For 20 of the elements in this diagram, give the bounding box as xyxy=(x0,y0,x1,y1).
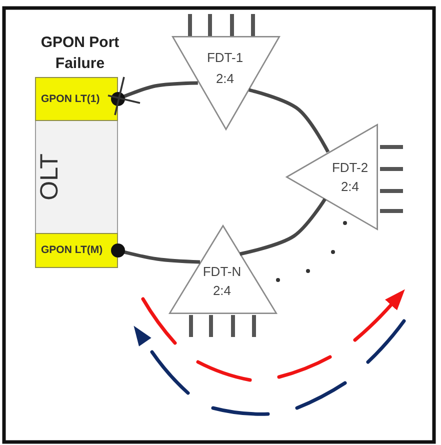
fiber-line xyxy=(107,76,198,116)
splitter-name: FDT-1 xyxy=(206,49,244,67)
split-ratio: 2:4 xyxy=(212,282,232,300)
port-label: GPON LT(M) xyxy=(41,244,103,257)
splitter-name: FDT-2 xyxy=(332,159,368,177)
splitter-name: FDT-N xyxy=(202,263,242,281)
port-label: GPON LT(1) xyxy=(41,92,100,106)
port-box xyxy=(35,233,118,268)
splitter-triangle xyxy=(286,124,378,230)
fiber-line xyxy=(111,244,200,264)
fiber-line xyxy=(240,198,326,256)
split-ratio: 2:4 xyxy=(340,178,360,196)
splitter-triangle xyxy=(172,36,280,130)
olt-box xyxy=(35,77,118,268)
fiber-line xyxy=(248,88,330,153)
split-ratio: 2:4 xyxy=(216,70,234,88)
port-box xyxy=(35,77,118,121)
splitter-triangle xyxy=(169,225,277,314)
device-label: OLT xyxy=(38,154,62,200)
failure-annotation: GPON Port Failure xyxy=(40,33,120,74)
